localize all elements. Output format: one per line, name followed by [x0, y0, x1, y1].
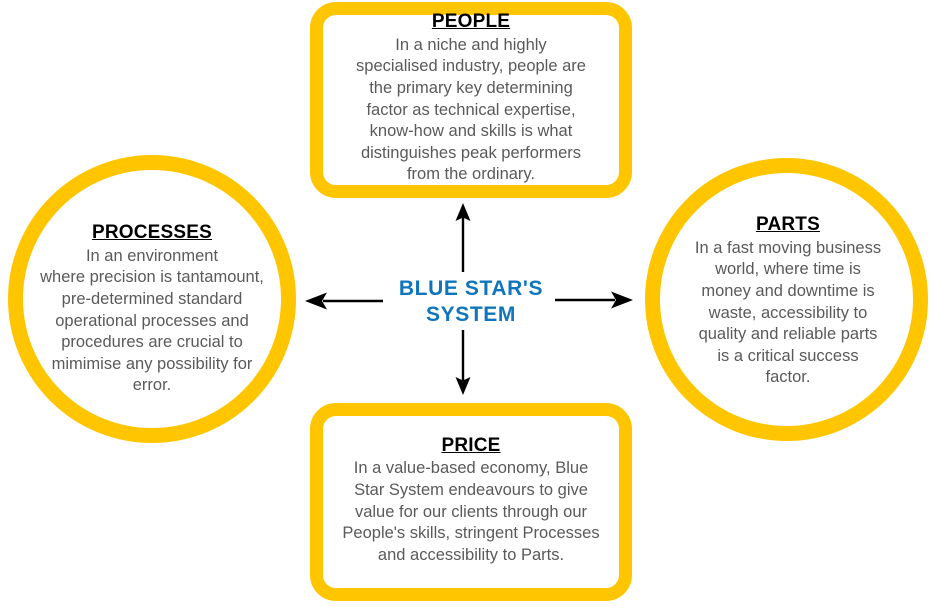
node-parts-body: In a fast moving business world, where t… [694, 238, 882, 387]
node-processes-body: In an environment where precision is tan… [40, 246, 264, 395]
center-label: BLUE STAR'S SYSTEM [398, 277, 544, 326]
arrow-down-icon [455, 330, 471, 395]
arrow-left-icon [305, 292, 383, 310]
node-parts-title: PARTS [756, 214, 820, 235]
node-people-body: In a niche and highly specialised indust… [356, 35, 586, 184]
node-processes-title: PROCESSES [91, 222, 213, 243]
node-people[interactable]: PEOPLE In a niche and highly specialised… [310, 2, 632, 198]
arrow-up-icon [455, 203, 471, 272]
node-parts-text: PARTS In a fast moving business world, w… [668, 213, 908, 389]
node-price-title: PRICE [441, 434, 501, 456]
node-price[interactable]: PRICE In a value-based economy, Blue Sta… [310, 403, 632, 601]
node-people-title: PEOPLE [431, 11, 511, 32]
node-processes-text: PROCESSES In an environment where precis… [0, 221, 304, 397]
node-price-body: In a value-based economy, Blue Star Syst… [342, 459, 600, 564]
arrow-right-icon [555, 291, 633, 309]
